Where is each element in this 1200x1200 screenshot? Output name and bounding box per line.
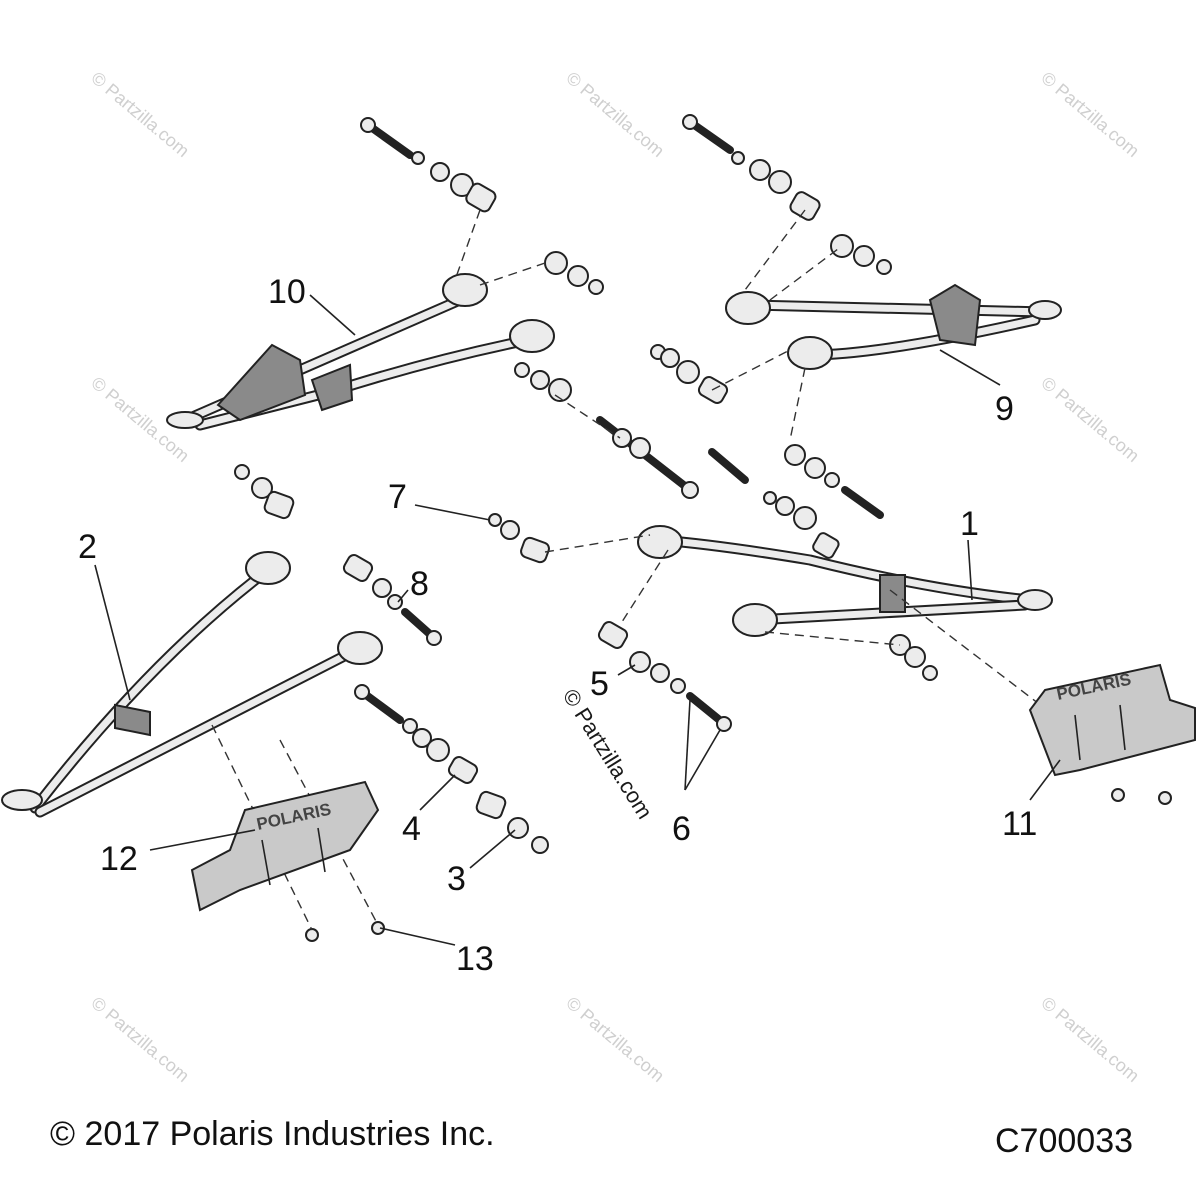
copyright-notice: © 2017 Polaris Industries Inc. xyxy=(50,1115,495,1153)
watermarks: © Partzilla.com © Partzilla.com © Partzi… xyxy=(87,68,1143,1086)
diagram-code: C700033 xyxy=(995,1122,1133,1160)
callout-13: 13 xyxy=(456,940,494,978)
callout-9: 9 xyxy=(995,390,1014,428)
watermark: © Partzilla.com xyxy=(1037,68,1143,161)
callout-12: 12 xyxy=(100,840,138,878)
callout-2: 2 xyxy=(78,528,97,566)
a-arm-upper-left xyxy=(166,273,555,431)
leader-lines xyxy=(94,294,1061,946)
hardware xyxy=(234,114,1172,942)
watermark: © Partzilla.com xyxy=(87,68,193,161)
callout-6: 6 xyxy=(672,810,691,848)
watermark: © Partzilla.com xyxy=(87,993,193,1086)
watermark: © Partzilla.com xyxy=(562,68,668,161)
alignment-lines xyxy=(211,209,1061,931)
skid-plate-left: POLARIS xyxy=(190,780,380,912)
callout-3: 3 xyxy=(447,860,466,898)
callout-5: 5 xyxy=(590,665,609,703)
watermark: © Partzilla.com xyxy=(1037,993,1143,1086)
a-arm-upper-right xyxy=(725,283,1062,370)
callout-4: 4 xyxy=(402,810,421,848)
callout-11: 11 xyxy=(1002,805,1037,843)
callout-7: 7 xyxy=(388,478,407,516)
watermark: © Partzilla.com xyxy=(1037,373,1143,466)
callout-10: 10 xyxy=(268,273,306,311)
watermark: © Partzilla.com xyxy=(562,993,668,1086)
callout-1: 1 xyxy=(960,505,979,543)
skid-plate-right: POLARIS xyxy=(1028,663,1196,777)
a-arm-lower-right xyxy=(637,525,1053,637)
callout-8: 8 xyxy=(410,565,429,603)
watermark-center: © Partzilla.com xyxy=(558,684,658,823)
callouts: 1 2 3 4 5 6 7 8 9 10 11 12 13 xyxy=(78,273,1037,978)
a-arm-lower-left xyxy=(1,551,383,818)
